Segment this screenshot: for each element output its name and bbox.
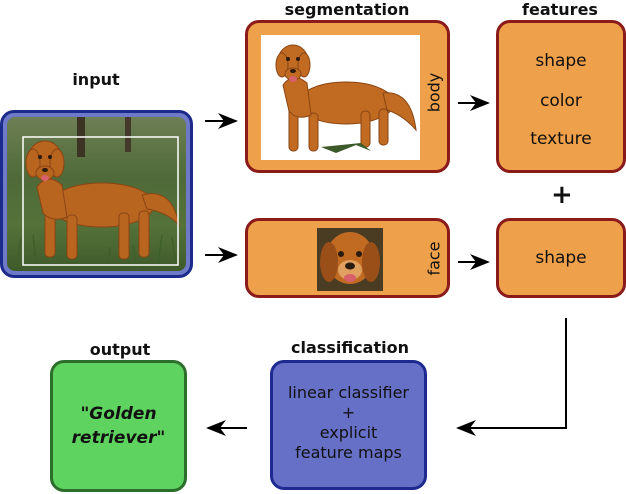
segmentation-face-box: face [245, 218, 450, 298]
feature-shape: shape [535, 51, 587, 71]
feature-color: color [540, 91, 582, 111]
output-line2: retriever" [71, 428, 166, 448]
dog-face-illustration [317, 228, 383, 291]
segmented-dog-illustration [275, 44, 417, 153]
output-line1: "Golden [80, 404, 157, 424]
output-heading: output [89, 340, 151, 359]
classification-box: linear classifier + explicit feature map… [270, 360, 427, 490]
classifier-line1: linear classifier [287, 383, 409, 402]
feature-texture: texture [530, 129, 592, 149]
output-box: "Golden retriever" [50, 360, 187, 492]
classification-heading: classification [291, 338, 409, 357]
dog-photo [7, 117, 186, 271]
feature-face-shape: shape [535, 248, 587, 268]
arrow-features-to-classification [456, 318, 567, 436]
features-heading: features [522, 0, 598, 19]
input-heading: input [72, 70, 120, 89]
segmentation-heading: segmentation [284, 0, 410, 19]
classifier-line3: explicit [319, 423, 378, 442]
classifier-line2: + [341, 403, 356, 422]
dog-illustration [16, 117, 180, 271]
features-face-box: shape [496, 218, 626, 298]
plus-sign: + [551, 180, 573, 210]
segmented-face-image [317, 228, 383, 291]
segmented-body-image [261, 35, 420, 160]
classifier-line4: feature maps [295, 443, 402, 462]
segmentation-body-box: body [245, 20, 450, 173]
input-image-box [0, 110, 193, 278]
features-body-box: shape color texture [496, 20, 626, 173]
